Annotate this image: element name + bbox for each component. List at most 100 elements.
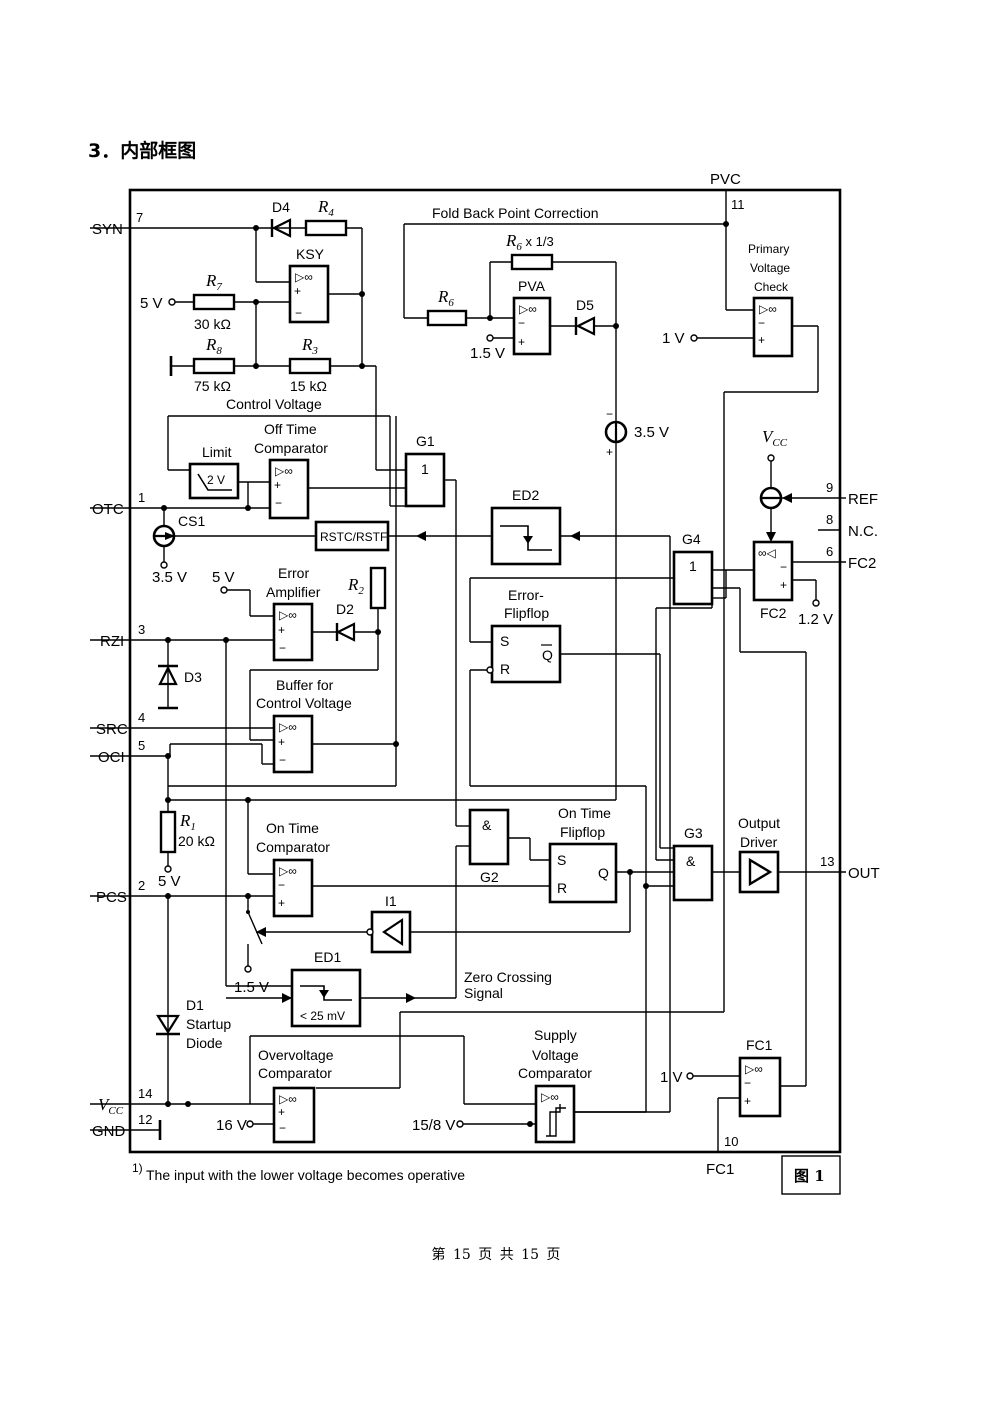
buffer-line1: Buffer for: [276, 677, 334, 693]
d4-label: D4: [272, 199, 290, 215]
error-amp-line2: Amplifier: [266, 584, 321, 600]
svg-text:+: +: [274, 478, 281, 492]
v16-label: 16 V: [216, 1117, 247, 1134]
diode-d3: [158, 664, 178, 686]
pin-oci-label: OCI: [98, 749, 125, 766]
on-time-ff-s: S: [557, 852, 566, 868]
error-ff-line2: Flipflop: [504, 605, 549, 621]
svg-text:+: +: [518, 335, 525, 349]
svg-text:−: −: [780, 560, 787, 574]
r1-label: R1: [179, 811, 196, 833]
footnote-text: The input with the lower voltage becomes…: [146, 1167, 465, 1183]
svg-text:−: −: [744, 1076, 751, 1090]
figure-label-box: [781, 1155, 841, 1195]
error-ff-line1: Error-: [508, 587, 544, 603]
buffer-line2: Control Voltage: [256, 695, 352, 711]
i1-label: I1: [385, 893, 397, 909]
svg-text:+: +: [278, 896, 285, 910]
output-driver-line2: Driver: [740, 834, 778, 850]
pvc-check-line1: Primary: [748, 242, 789, 256]
footnote-mark: 1): [132, 1161, 143, 1175]
svg-text:▷∞: ▷∞: [279, 720, 297, 734]
svg-text:−: −: [295, 306, 302, 320]
pin-pvc-label: PVC: [710, 171, 741, 188]
amplifier-error: [272, 602, 314, 662]
svg-text:▷∞: ▷∞: [279, 1092, 297, 1106]
r2-label: R2: [347, 575, 364, 597]
ed1-label: ED1: [314, 949, 341, 965]
diode-d1: [156, 1014, 180, 1036]
buffer-control-voltage: [272, 714, 314, 774]
resistor-r8: [192, 357, 236, 375]
vcc-ref-label: VCC: [762, 427, 788, 449]
resistor-r1: [159, 810, 177, 854]
g3-label: G3: [684, 825, 703, 841]
v1-2-label: 1.2 V: [798, 611, 833, 628]
svg-text:▷∞: ▷∞: [541, 1090, 559, 1104]
d1-label-line1: D1: [186, 997, 204, 1013]
svg-text:+: +: [278, 623, 285, 637]
resistor-r6x: [510, 253, 554, 271]
svg-text:▷∞: ▷∞: [279, 864, 297, 878]
pin-syn-label: SYN: [92, 221, 123, 238]
resistor-r6: [426, 309, 468, 327]
resistor-r2: [369, 566, 387, 610]
svg-text:▷∞: ▷∞: [745, 1062, 763, 1076]
svg-text:▷∞: ▷∞: [275, 464, 293, 478]
pin-fc1-label: FC1: [706, 1161, 734, 1178]
d1-label-line2: Startup: [186, 1016, 231, 1032]
svg-text:▷∞: ▷∞: [279, 608, 297, 622]
on-time-flipflop: [548, 842, 618, 904]
comparator-fc1: [738, 1056, 782, 1118]
v1-5-sw-label: 1.5 V: [234, 979, 269, 996]
r6-label: R6: [437, 287, 454, 309]
supply-check-line3: Comparator: [518, 1065, 592, 1081]
error-amp-line1: Error: [278, 565, 309, 581]
control-voltage-label: Control Voltage: [226, 396, 322, 412]
pin-rzi-label: RZI: [100, 633, 124, 650]
ed2-label: ED2: [512, 487, 539, 503]
g1-symbol: 1: [421, 461, 429, 477]
pin-src-num: 4: [138, 710, 145, 725]
ed1-value: < 25 mV: [300, 1009, 345, 1023]
pin-vcc-num: 14: [138, 1086, 152, 1101]
svg-text:+: +: [744, 1094, 751, 1108]
svg-text:−: −: [518, 316, 525, 330]
v3-5-cs1-label: 3.5 V: [152, 569, 187, 586]
figure-label: 图 1: [794, 1167, 825, 1185]
pin-gnd-label: GND: [92, 1123, 126, 1140]
v5-syn-label: 5 V: [140, 295, 163, 312]
pvc-check-line3: Check: [754, 280, 789, 294]
g3-symbol: &: [686, 853, 696, 869]
comparator-on-time: [272, 858, 314, 918]
pin-vcc-label: VCC: [98, 1095, 124, 1117]
cs1-label: CS1: [178, 513, 205, 529]
on-time-ff-r: R: [557, 880, 567, 896]
svg-text:+: +: [278, 735, 285, 749]
r3-value: 15 kΩ: [290, 378, 327, 394]
r6x-label: R6 x 1/3: [505, 231, 554, 253]
v5-err-label: 5 V: [212, 569, 235, 586]
resistor-r4: [304, 219, 348, 237]
pin-ref-label: REF: [848, 491, 878, 508]
pin-nc-num: 8: [826, 512, 833, 527]
r8-value: 75 kΩ: [194, 378, 231, 394]
error-ff-qbar: Q: [542, 647, 553, 663]
error-ff-r: R: [500, 661, 510, 677]
svg-text:−: −: [279, 641, 286, 655]
diode-d4: [270, 218, 292, 238]
svg-text:▷∞: ▷∞: [759, 302, 777, 316]
comparator-primary-voltage: [752, 296, 794, 358]
fc2-block-label: FC2: [760, 605, 787, 621]
pin-out-num: 13: [820, 854, 834, 869]
supply-check-line2: Voltage: [532, 1047, 579, 1063]
pin-rzi-num: 3: [138, 622, 145, 637]
gate-g3: [672, 844, 714, 902]
comparator-overvoltage: [272, 1086, 316, 1144]
diode-d5: [574, 316, 596, 336]
pin-pcs-num: 2: [138, 878, 145, 893]
ovp-line1: Overvoltage: [258, 1047, 334, 1063]
g1-label: G1: [416, 433, 435, 449]
supply-check-line1: Supply: [534, 1027, 577, 1043]
